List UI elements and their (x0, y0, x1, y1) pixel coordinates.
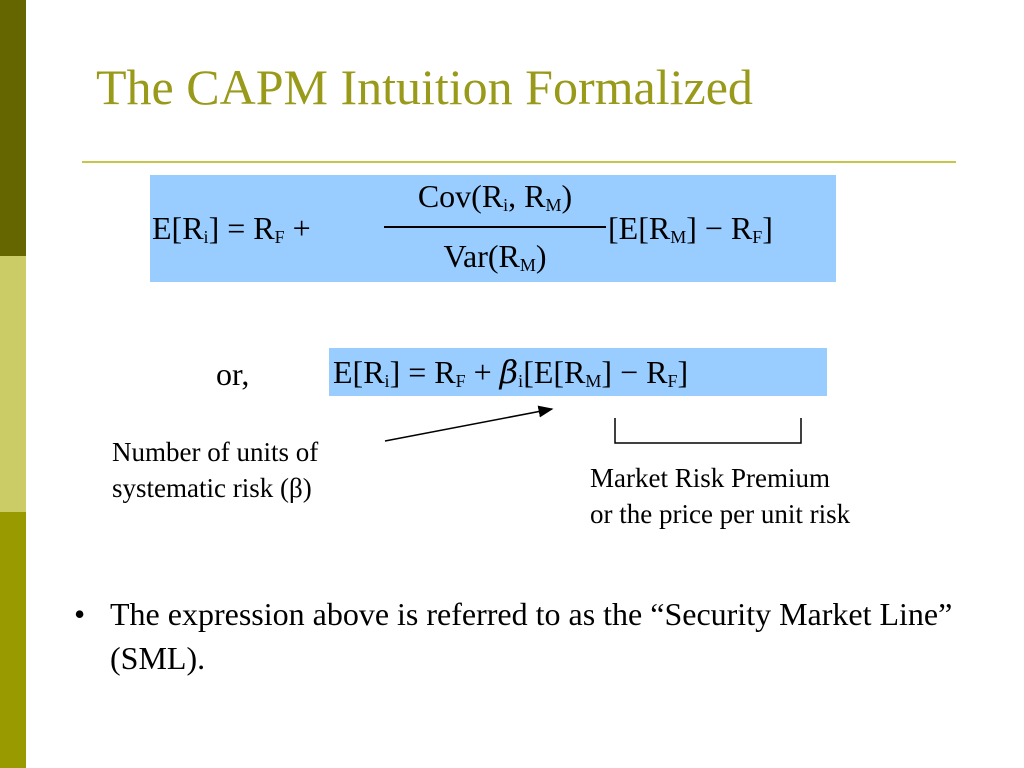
formula1-numerator: Cov(Ri, RM) (384, 180, 606, 214)
formula1-rhs-sub1: M (670, 227, 687, 247)
formula1-fraction: Cov(Ri, RM) (384, 180, 606, 214)
sidebar-segment-middle (0, 256, 26, 512)
beta-symbol: β (499, 353, 519, 391)
formula1-den-sub: M (519, 255, 536, 275)
formula1-denominator-wrap: Var(RM) (384, 240, 606, 274)
formula2-f: ] (677, 354, 689, 390)
formula-box-primary (150, 175, 836, 282)
formula2-sub5: F (667, 371, 678, 391)
formula-box-sml (329, 348, 827, 396)
formula1-lhs-sub: i (203, 227, 209, 247)
premium-annotation: Market Risk Premium or the price per uni… (590, 460, 850, 532)
formula1-lhs: E[Ri] = RF + (152, 212, 311, 246)
formula2-sub2: F (455, 371, 466, 391)
premium-annotation-line1: Market Risk Premium (590, 463, 830, 493)
formula2-sub1: i (384, 371, 390, 391)
formula2-d: [E[R (523, 354, 586, 390)
formula1-lhs-a: E[R (152, 210, 204, 246)
formula2-expression: E[Ri] = RF + βi[E[RM] − RF] (333, 356, 688, 390)
beta-annotation-line1: Number of units of (112, 437, 319, 467)
formula1-rhs-c: ] (762, 210, 773, 246)
formula2-e: ] − R (601, 354, 668, 390)
formula1-denominator: Var(RM) (384, 240, 606, 274)
formula1-fraction-bar (384, 226, 606, 228)
bullet-text: The expression above is referred to as t… (110, 596, 953, 676)
formula1-num-b: , R (508, 178, 546, 214)
or-label: or, (216, 356, 250, 392)
formula1-den-b: ) (535, 238, 547, 274)
sidebar-segment-bottom (0, 512, 26, 768)
beta-annotation-line2: systematic risk (β) (112, 473, 312, 503)
premium-bracket (614, 418, 802, 444)
beta-annotation: Number of units of systematic risk (β) (112, 434, 318, 506)
formula1-num-sub2: M (545, 195, 562, 215)
formula2-sub3: i (518, 371, 524, 391)
premium-annotation-line2: or the price per unit risk (590, 499, 851, 529)
formula1-lhs-b: ] = R (208, 210, 275, 246)
formula2-a: E[R (333, 354, 385, 390)
formula1-rhs-a: [E[R (608, 210, 671, 246)
formula1-num-c: ) (561, 178, 573, 214)
sidebar-segment-top (0, 0, 26, 256)
formula1-rhs: [E[RM] − RF] (608, 212, 773, 246)
title-divider (82, 161, 956, 163)
sidebar-decoration (0, 0, 26, 768)
beta-arrow (384, 405, 554, 442)
formula1-rhs-sub2: F (752, 227, 763, 247)
formula2-b: ] = R (389, 354, 456, 390)
slide-title: The CAPM Intuition Formalized (96, 59, 753, 115)
formula1-lhs-c: + (284, 210, 311, 246)
formula1-lhs-sub2: F (274, 227, 285, 247)
formula2-sub4: M (585, 371, 602, 391)
formula1-num-sub1: i (503, 195, 509, 215)
formula1-rhs-b: ] − R (686, 210, 753, 246)
formula1-den-a: Var(R (443, 238, 520, 274)
formula1-num-a: Cov(R (417, 178, 504, 214)
bullet-icon: • (74, 596, 86, 632)
formula2-c: + (465, 354, 500, 390)
